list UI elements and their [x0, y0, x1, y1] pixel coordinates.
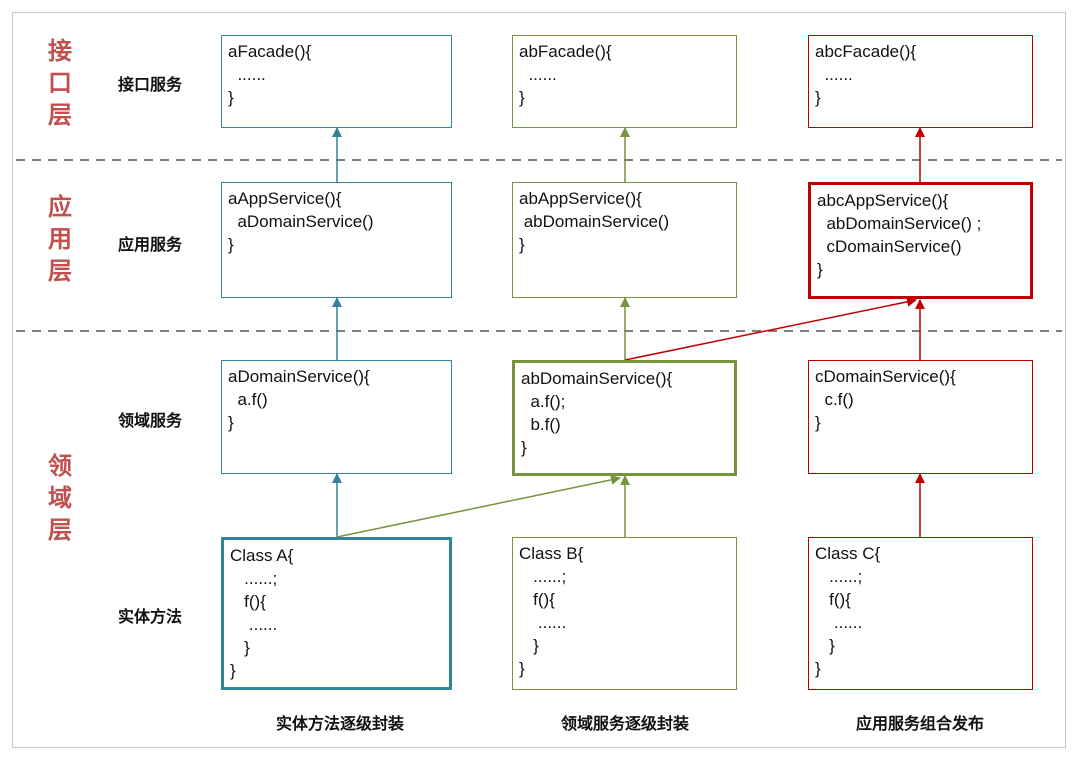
code-line: cDomainService() [817, 237, 962, 256]
column-label-entity-wrapping: 实体方法逐级封装 [275, 716, 404, 733]
class-c-box: Class C{ ......; f(){ ...... } } [808, 537, 1033, 690]
code-line: f(){ [815, 590, 851, 609]
code-line: } [230, 661, 236, 680]
layer-title-char: 层 [48, 258, 72, 285]
code-line: abFacade(){ [519, 42, 612, 61]
code-line: abDomainService() ; [817, 214, 982, 233]
layer-title-char: 层 [48, 517, 72, 544]
code-line: } [815, 413, 821, 432]
code-line: aDomainService(){ [228, 367, 370, 386]
code-line: aDomainService() [228, 212, 374, 231]
arrow-ab-domain-to-abc-app [624, 296, 917, 361]
code-line: } [228, 235, 234, 254]
code-line: f(){ [519, 590, 555, 609]
code-line: } [519, 636, 539, 655]
abc-facade-box: abcFacade(){ ...... } [808, 35, 1033, 128]
row-label-domain-service: 领域服务 [117, 413, 182, 430]
abc-app-service-box: abcAppService(){ abDomainService() ; cDo… [808, 182, 1033, 299]
arrow-class-a-to-ab-domain [336, 474, 621, 538]
layer-title-char: 用 [48, 226, 72, 253]
code-line: cDomainService(){ [815, 367, 956, 386]
code-line: } [815, 636, 835, 655]
code-line: c.f() [815, 390, 854, 409]
row-label-interface-service: 接口服务 [117, 77, 182, 94]
ab-domain-service-box: abDomainService(){ a.f(); b.f() } [512, 360, 737, 476]
layer-title-domain: 领 域 层 [40, 451, 80, 547]
column-label-app-publishing: 应用服务组合发布 [855, 716, 984, 733]
code-line: a.f() [228, 390, 268, 409]
a-facade-box: aFacade(){ ...... } [221, 35, 452, 128]
layer-title-char: 领 [48, 453, 72, 480]
layer-title-char: 域 [48, 485, 72, 512]
code-line: ...... [230, 615, 278, 634]
layer-title-char: 应 [48, 194, 72, 221]
code-line: } [817, 260, 823, 279]
code-line: Class C{ [815, 544, 881, 563]
a-domain-service-box: aDomainService(){ a.f() } [221, 360, 452, 474]
code-line: } [519, 88, 525, 107]
row-label-app-service: 应用服务 [117, 237, 182, 254]
layer-title-application: 应 用 层 [40, 192, 80, 288]
code-line: } [519, 659, 525, 678]
row-label-entity-method: 实体方法 [117, 609, 182, 626]
ab-facade-box: abFacade(){ ...... } [512, 35, 737, 128]
code-line: Class B{ [519, 544, 584, 563]
code-line: } [230, 638, 250, 657]
class-a-box: Class A{ ......; f(){ ...... } } [221, 537, 452, 690]
code-line: abAppService(){ [519, 189, 642, 208]
code-line: } [519, 235, 525, 254]
code-line: a.f(); [521, 392, 566, 411]
a-app-service-box: aAppService(){ aDomainService() } [221, 182, 452, 298]
ab-app-service-box: abAppService(){ abDomainService() } [512, 182, 737, 298]
code-line: f(){ [230, 592, 266, 611]
c-domain-service-box: cDomainService(){ c.f() } [808, 360, 1033, 474]
code-line: ...... [815, 613, 863, 632]
code-line: } [815, 659, 821, 678]
code-line: } [228, 413, 234, 432]
diagram-frame [12, 12, 1066, 748]
code-line: abcAppService(){ [817, 191, 949, 210]
code-line: ......; [519, 567, 567, 586]
code-line: abDomainService(){ [521, 369, 673, 388]
class-b-box: Class B{ ......; f(){ ...... } } [512, 537, 737, 690]
code-line: abDomainService() [519, 212, 670, 231]
column-label-domain-wrapping: 领域服务逐级封装 [560, 716, 689, 733]
code-line: aFacade(){ [228, 42, 312, 61]
code-line: aAppService(){ [228, 189, 342, 208]
code-line: } [815, 88, 821, 107]
code-line: ...... [519, 613, 567, 632]
code-line: abcFacade(){ [815, 42, 917, 61]
layer-title-char: 接 [48, 38, 72, 65]
layer-title-char: 口 [48, 70, 72, 97]
code-line: ...... [519, 65, 557, 84]
code-line: } [521, 438, 527, 457]
code-line: ......; [815, 567, 863, 586]
code-line: ...... [228, 65, 266, 84]
code-line: ...... [815, 65, 853, 84]
code-line: } [228, 88, 234, 107]
code-line: ......; [230, 569, 278, 588]
layer-title-char: 层 [48, 102, 72, 129]
layer-title-interface: 接 口 层 [40, 36, 80, 132]
code-line: Class A{ [230, 546, 294, 565]
code-line: b.f() [521, 415, 561, 434]
